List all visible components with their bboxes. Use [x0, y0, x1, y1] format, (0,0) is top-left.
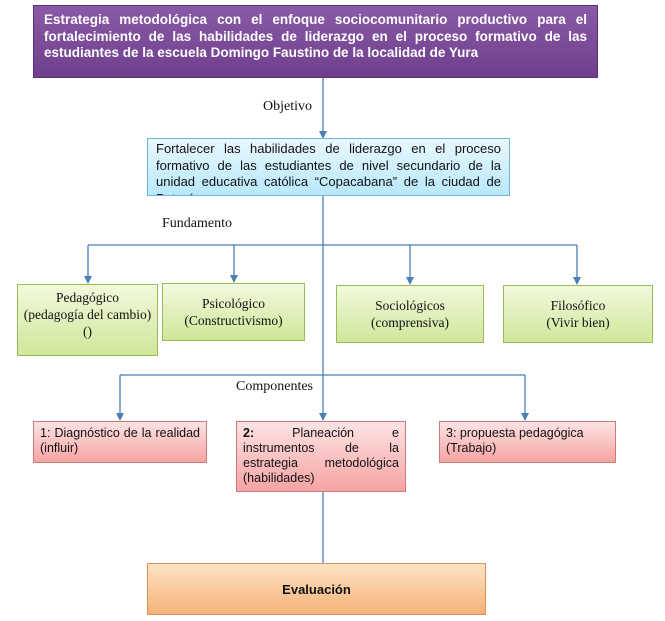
- evaluation-box: Evaluación: [147, 563, 486, 615]
- component-3: 3: propuesta pedagógica (Trabajo): [439, 421, 616, 463]
- foundation-name: Pedagógico: [56, 290, 119, 305]
- component-2: 2: Planeación e instrumentos de la estra…: [236, 421, 406, 492]
- foundation-name: Sociológicos: [375, 298, 445, 313]
- foundation-detail: (Constructivismo): [184, 313, 283, 328]
- component-text: Planeación e instrumentos de la estrateg…: [243, 426, 399, 485]
- foundation-pedagogico: Pedagógico (pedagogía del cambio) (): [17, 284, 158, 356]
- foundation-detail: (comprensiva): [371, 315, 449, 330]
- foundation-detail: (Vivir bien): [546, 315, 610, 330]
- foundation-extra: (): [83, 324, 92, 339]
- objective-box: Fortalecer las habilidades de liderazgo …: [147, 138, 510, 196]
- evaluation-label: Evaluación: [282, 581, 351, 597]
- foundation-sociologicos: Sociológicos (comprensiva): [336, 285, 484, 343]
- component-text: 3: propuesta pedagógica (Trabajo): [446, 426, 584, 455]
- foundation-psicologico: Psicológico (Constructivismo): [162, 283, 305, 341]
- components-label: Componentes: [236, 379, 313, 394]
- objective-label: Objetivo: [263, 99, 312, 114]
- component-number: 2:: [243, 426, 255, 440]
- component-1: 1: Diagnóstico de la realidad (influir): [33, 421, 207, 463]
- diagram-title: Estrategia metodológica con el enfoque s…: [33, 5, 598, 78]
- foundation-detail: (pedagogía del cambio): [23, 307, 152, 322]
- foundation-name: Psicológico: [202, 296, 265, 311]
- foundation-label: Fundamento: [162, 216, 232, 231]
- foundation-filosofico: Filosófico (Vivir bien): [503, 285, 653, 343]
- component-text: 1: Diagnóstico de la realidad (influir): [40, 426, 200, 455]
- foundation-name: Filosófico: [550, 298, 606, 313]
